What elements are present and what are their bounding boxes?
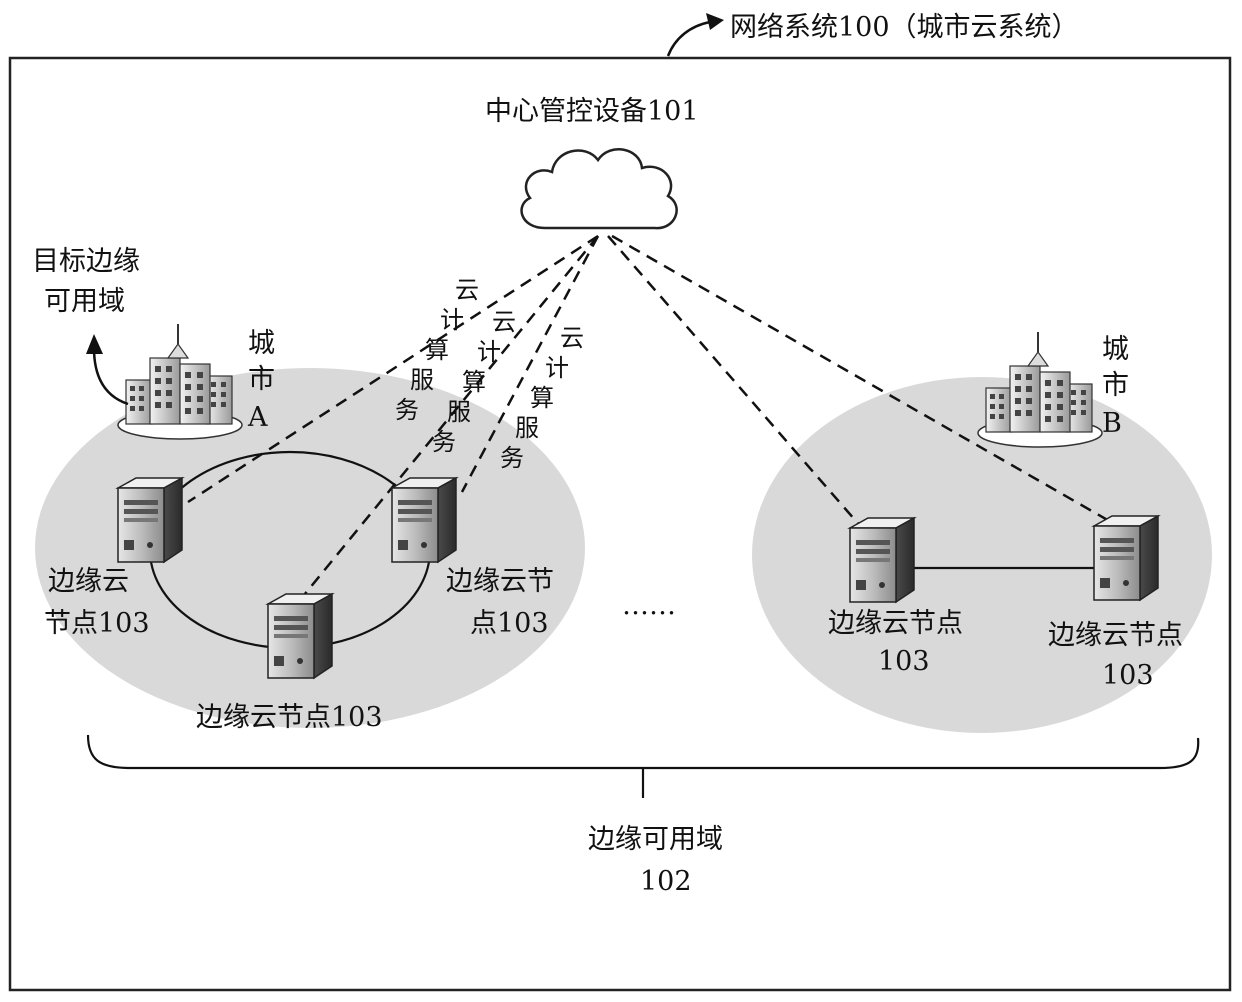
svg-text:务: 务 [395,396,419,424]
city-a-label-1: 城 [248,328,275,359]
svg-text:务: 务 [432,428,456,456]
cloud-icon [520,148,678,230]
server-icon-left-3 [391,477,457,563]
target-domain-arrow [92,347,129,406]
node-label-right-1b: 103 [878,646,930,677]
central-device-label: 中心管控设备101 [485,96,699,127]
node-label-left-1b: 节点103 [44,608,150,639]
edge-domain-brace [86,734,1200,770]
city-b-label-3: B [1102,408,1122,439]
server-icon-right-2 [1093,515,1159,601]
service-line-1 [187,234,599,504]
ellipsis: …… [622,590,676,621]
service-line-4 [607,235,863,529]
target-domain-arrow-head [86,334,103,354]
system-arrow-head [706,13,724,30]
system-label: 网络系统100（城市云系统） [730,12,1079,43]
svg-text:服: 服 [447,398,471,426]
edge-domain-label-2: 102 [640,866,692,897]
node-label-left-1a: 边缘云 [48,566,129,597]
node-label-right-2a: 边缘云节点 [1048,620,1183,651]
node-label-right-1a: 边缘云节点 [828,608,963,639]
service-line-5 [611,234,1119,528]
svg-text:计: 计 [440,306,464,334]
right-edge-region [752,377,1212,733]
svg-text:服: 服 [515,414,539,442]
system-arrow [666,20,711,57]
svg-text:算: 算 [425,336,449,364]
service-line-3 [460,235,600,493]
city-b-building-icon [977,331,1103,448]
city-a-label-2: 市 [248,364,275,395]
city-b-label-2: 市 [1102,370,1129,401]
svg-text:计: 计 [477,338,501,366]
left-edge-region [35,368,585,728]
server-icon-left-1 [117,477,183,563]
target-domain-label-1: 目标边缘 [32,246,140,277]
city-b-label-1: 城 [1102,334,1129,365]
svg-text:服: 服 [410,366,434,394]
svg-text:云: 云 [455,276,479,304]
server-icon-right-1 [849,517,915,603]
node-label-left-2: 边缘云节点103 [196,702,383,733]
server-icon-left-2 [267,593,333,679]
system-frame [8,56,1232,992]
service-lines [187,234,1119,601]
service-label-2: 云 计 算 服 务 [432,308,516,456]
svg-text:算: 算 [530,384,554,412]
service-label-1: 云 计 算 服 务 [395,276,479,424]
edge-domain-label-1: 边缘可用域 [588,824,723,855]
node-label-left-3b: 点103 [470,608,549,639]
node-label-left-3a: 边缘云节 [446,566,554,597]
svg-text:计: 计 [545,354,569,382]
svg-text:云: 云 [492,308,516,336]
svg-text:云: 云 [560,324,584,352]
city-a-building-icon [117,323,243,440]
svg-text:算: 算 [462,368,486,396]
target-domain-label-2: 可用域 [44,286,125,317]
city-a-label-3: A [247,402,268,433]
service-label-3: 云 计 算 服 务 [500,324,584,472]
node-label-right-2b: 103 [1102,660,1154,691]
svg-text:务: 务 [500,444,524,472]
